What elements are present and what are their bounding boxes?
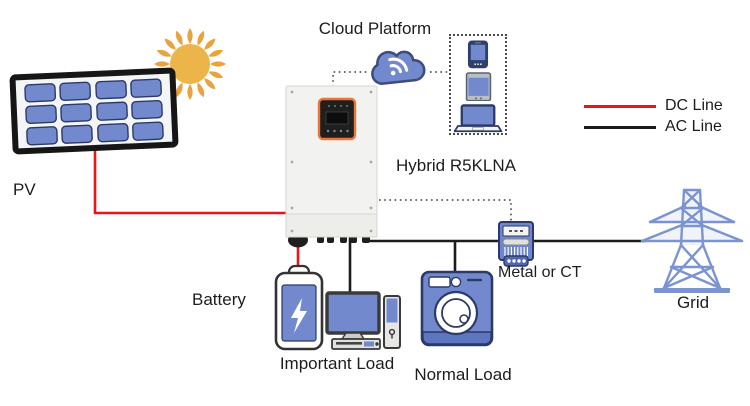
tablet-icon <box>465 71 491 102</box>
battery-label: Battery <box>192 290 246 309</box>
grid-tower-icon <box>640 188 744 293</box>
cloud-wifi-icon <box>371 50 426 85</box>
cloud-platform-label: Cloud Platform <box>318 19 432 38</box>
solar-panel-icon <box>9 67 179 155</box>
washing-machine-icon <box>420 270 494 347</box>
hybrid-inverter-icon <box>285 85 378 248</box>
pv-label: PV <box>13 180 36 199</box>
desktop-computer-icon <box>325 291 401 350</box>
dc-line-swatch <box>584 104 656 108</box>
normal-load-label: Normal Load <box>414 365 512 384</box>
wifi-icon <box>388 57 409 76</box>
lightning-bolt-icon <box>291 298 307 333</box>
dc-line-label: DC Line <box>665 97 723 114</box>
user-devices-box <box>449 34 507 135</box>
grid-label: Grid <box>676 293 710 312</box>
energy-meter-icon <box>498 221 534 267</box>
sun-icon <box>154 28 226 100</box>
inverter-meter-comm-line <box>379 199 512 221</box>
inverter-model-label: Hybrid R5KLNA <box>396 156 516 175</box>
meter-label: Metal or CT <box>498 264 582 281</box>
pv-dc-wire <box>93 144 288 215</box>
legend-item-dc: DC Line <box>584 96 723 116</box>
ac-line-swatch <box>584 125 656 129</box>
smartphone-icon <box>467 40 489 69</box>
legend-item-ac: AC Line <box>584 117 722 137</box>
important-load-label: Important Load <box>279 354 395 373</box>
ac-line-label: AC Line <box>665 118 722 135</box>
battery-icon <box>274 264 324 351</box>
laptop-icon <box>453 104 503 133</box>
